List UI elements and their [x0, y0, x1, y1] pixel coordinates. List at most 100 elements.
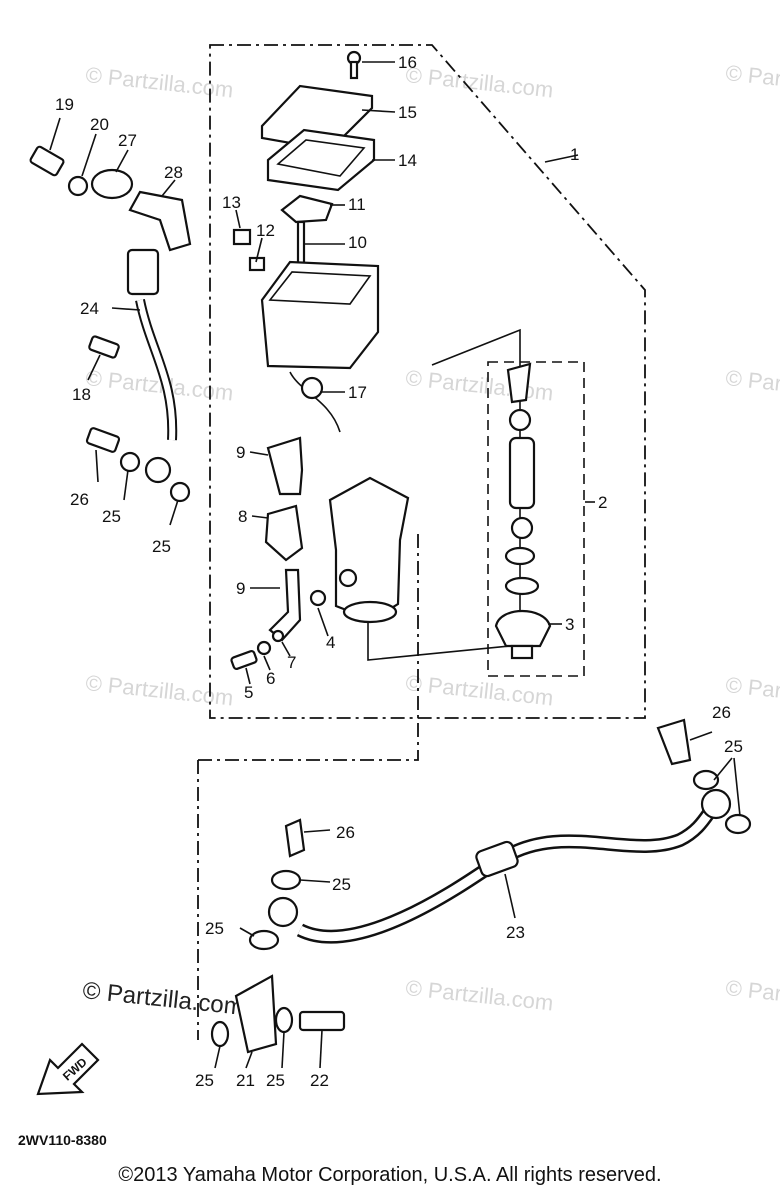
callout-24: 24	[80, 299, 99, 318]
bolt-icon	[230, 650, 258, 670]
lower-hose-group	[210, 718, 752, 1054]
callout-27: 27	[118, 131, 137, 150]
callout-23: 23	[506, 923, 525, 942]
washer-icon	[274, 1006, 294, 1034]
forward-arrow-icon: FWD	[36, 1042, 100, 1096]
watermark: © Partzilla.com	[84, 62, 234, 102]
washer-icon	[210, 1020, 230, 1048]
bolt-icon	[656, 718, 692, 766]
washer-icon	[271, 629, 285, 643]
washer-icon	[724, 813, 752, 835]
callout-25-g: 25	[266, 1071, 285, 1090]
master-cylinder-group	[230, 436, 410, 670]
callout-25-f: 25	[195, 1071, 214, 1090]
bolt-icon	[85, 427, 121, 453]
upper-hose-group	[29, 145, 192, 503]
circlip-icon	[504, 576, 540, 596]
watermark: © Partzilla.com	[724, 365, 780, 405]
bolt-icon	[284, 818, 306, 858]
plate-icon	[280, 194, 334, 224]
cup-icon	[508, 408, 532, 432]
hose-icon	[264, 504, 304, 562]
callouts: 1 2 3 4 5 6 7 8 9 9 10 11 12 13 14 15 16…	[55, 53, 743, 1090]
callout-26-a: 26	[70, 490, 89, 509]
copyright-notice: ©2013 Yamaha Motor Corporation, U.S.A. A…	[118, 1164, 662, 1186]
clip-icon	[300, 376, 324, 400]
banjo-icon	[700, 788, 732, 820]
piston-kit-group	[494, 362, 552, 660]
callout-9-lower: 9	[236, 579, 245, 598]
callout-21: 21	[236, 1071, 255, 1090]
washer-icon	[248, 929, 280, 951]
diagram-code: 2WV110-8380	[18, 1132, 107, 1148]
watermark: © Partzilla.com	[404, 365, 554, 405]
callout-12: 12	[256, 221, 275, 240]
watermark-strong: © Partzilla.com	[81, 977, 245, 1021]
bolt-icon	[232, 228, 252, 246]
piston-icon	[508, 436, 536, 510]
leader-lines	[49, 61, 741, 1069]
screw-icon	[346, 50, 362, 80]
watermark: © Partzilla.com	[84, 670, 234, 710]
callout-19: 19	[55, 95, 74, 114]
reservoir-cap-icon	[260, 84, 374, 152]
callout-14: 14	[398, 151, 417, 170]
reservoir-group	[232, 50, 380, 433]
callout-15: 15	[398, 103, 417, 122]
boot-tip-icon	[510, 644, 534, 660]
callout-22: 22	[310, 1071, 329, 1090]
washer-icon	[270, 869, 302, 891]
callout-11: 11	[348, 195, 366, 214]
callout-20: 20	[90, 115, 109, 134]
watermark: © Partzilla.com	[404, 670, 554, 710]
bracket-icon	[128, 190, 192, 252]
callout-16: 16	[398, 53, 417, 72]
joint-icon	[266, 436, 304, 496]
hose-fitting-icon	[126, 248, 160, 296]
callout-17: 17	[348, 383, 367, 402]
callout-25-d: 25	[332, 875, 351, 894]
callout-26-b: 26	[712, 703, 731, 722]
callout-6: 6	[266, 669, 275, 688]
piston-kit-boundary	[487, 361, 585, 677]
callout-13: 13	[222, 193, 241, 212]
joint-icon	[268, 568, 302, 642]
watermark: © Partzilla.com	[724, 975, 780, 1015]
callout-7: 7	[287, 653, 296, 672]
watermarks: © Partzilla.com © Partzilla.com © Partzi…	[81, 60, 780, 1021]
callout-25-e: 25	[205, 919, 224, 938]
bolt-icon	[298, 1010, 346, 1032]
washer-icon	[67, 175, 89, 197]
washer-icon	[256, 640, 272, 656]
watermark: © Partzilla.com	[724, 672, 780, 712]
watermark: © Partzilla.com	[404, 62, 554, 102]
rod-icon	[296, 220, 306, 268]
callout-18: 18	[72, 385, 91, 404]
hose-sleeve-icon	[475, 840, 519, 878]
grommet-icon	[90, 168, 134, 200]
washer-icon	[504, 546, 536, 566]
parts-diagram: © Partzilla.com © Partzilla.com © Partzi…	[29, 44, 780, 1096]
callout-25-b: 25	[152, 537, 171, 556]
banjo-icon	[267, 896, 299, 928]
o-ring-icon	[309, 589, 327, 607]
callout-5: 5	[244, 683, 253, 702]
hose-link-line	[198, 530, 419, 761]
cylinder-body-icon	[328, 476, 410, 622]
callout-9-upper: 9	[236, 443, 245, 462]
banjo-union-icon	[234, 974, 278, 1054]
callout-28: 28	[164, 163, 183, 182]
callout-3: 3	[565, 615, 574, 634]
cup-icon	[510, 516, 534, 540]
callout-1: 1	[570, 145, 579, 164]
washer-icon	[692, 769, 720, 791]
banjo-icon	[144, 456, 172, 484]
callout-10: 10	[348, 233, 367, 252]
washer-icon	[119, 451, 141, 473]
callout-25-c: 25	[724, 737, 743, 756]
callout-25-a: 25	[102, 507, 121, 526]
dust-boot-icon	[494, 609, 552, 648]
callout-8: 8	[238, 507, 247, 526]
watermark: © Partzilla.com	[404, 975, 554, 1015]
reservoir-tank-icon	[260, 260, 380, 370]
